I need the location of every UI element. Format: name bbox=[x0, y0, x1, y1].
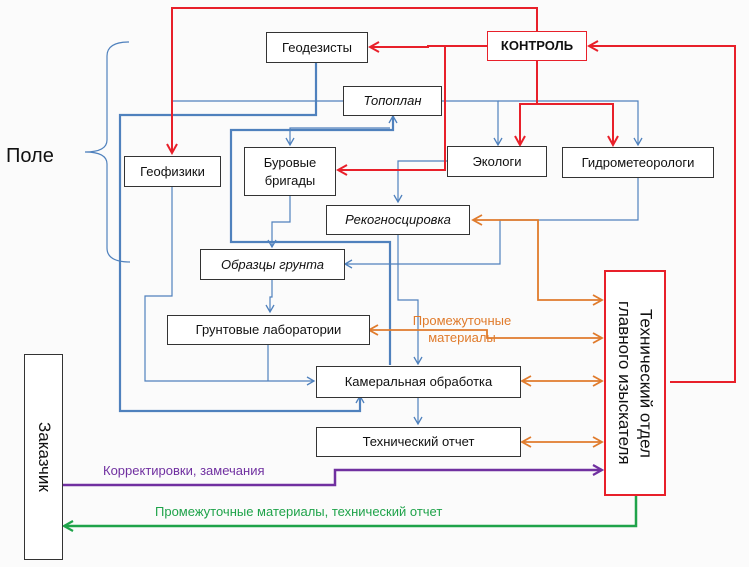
node-customer[interactable]: Заказчик bbox=[24, 354, 63, 560]
node-ecologists[interactable]: Экологи bbox=[447, 146, 547, 177]
edge-geophysics-office bbox=[144, 187, 316, 386]
node-control[interactable]: КОНТРОЛЬ bbox=[487, 31, 587, 61]
edge-control-hydromet bbox=[537, 103, 613, 145]
edge-techdept-reconnaissance bbox=[471, 214, 604, 306]
field-brace bbox=[84, 41, 131, 263]
edge-topoplan-ecologists bbox=[442, 100, 503, 147]
node-customer-label: Заказчик bbox=[34, 422, 54, 492]
label-intermediate-materials: Промежуточные материалы bbox=[412, 313, 512, 345]
node-geophysicists[interactable]: Геофизики bbox=[124, 156, 221, 187]
edge-techdept-labs bbox=[367, 324, 604, 344]
node-tech-department-label: Технический отдел главного изыскателя bbox=[615, 301, 656, 465]
edge-techdept-customer bbox=[64, 496, 638, 526]
label-deliverables: Промежуточные материалы, технический отч… bbox=[155, 504, 443, 519]
node-soil-samples[interactable]: Образцы грунта bbox=[200, 249, 345, 280]
node-soil-labs[interactable]: Грунтовые лаборатории bbox=[167, 315, 370, 345]
edge-control-geophysics bbox=[172, 7, 538, 153]
edge-customer-techdept bbox=[62, 470, 602, 487]
edge-ecologists-reconnaissance bbox=[393, 160, 447, 204]
edge-control-geodesists bbox=[370, 46, 488, 47]
edge-drilling-samples bbox=[267, 196, 291, 249]
edge-techdept-control bbox=[589, 46, 736, 383]
node-drilling-crews[interactable]: Буровые бригады bbox=[244, 147, 336, 196]
field-group-label: Поле bbox=[6, 145, 54, 167]
node-office-processing[interactable]: Камеральная обработка bbox=[316, 366, 521, 398]
node-topoplan[interactable]: Топоплан bbox=[343, 86, 442, 116]
edge-geodesists-office bbox=[118, 63, 365, 413]
edge-topoplan-loop bbox=[229, 114, 398, 365]
edge-control-ecologists bbox=[520, 61, 538, 145]
node-tech-department[interactable]: Технический отдел главного изыскателя bbox=[604, 270, 666, 496]
label-corrections: Корректировки, замечания bbox=[103, 463, 265, 478]
edge-control-drilling bbox=[338, 46, 446, 170]
node-technical-report[interactable]: Технический отчет bbox=[316, 427, 521, 457]
edge-samples-labs bbox=[265, 280, 275, 314]
node-geodesists[interactable]: Геодезисты bbox=[266, 32, 368, 63]
node-reconnaissance[interactable]: Рекогносцировка bbox=[326, 205, 470, 235]
node-hydrometeorologists[interactable]: Гидрометеорологи bbox=[562, 147, 714, 178]
edge-topoplan-hydromet bbox=[498, 100, 643, 147]
edge-topoplan-drilling bbox=[285, 127, 390, 147]
